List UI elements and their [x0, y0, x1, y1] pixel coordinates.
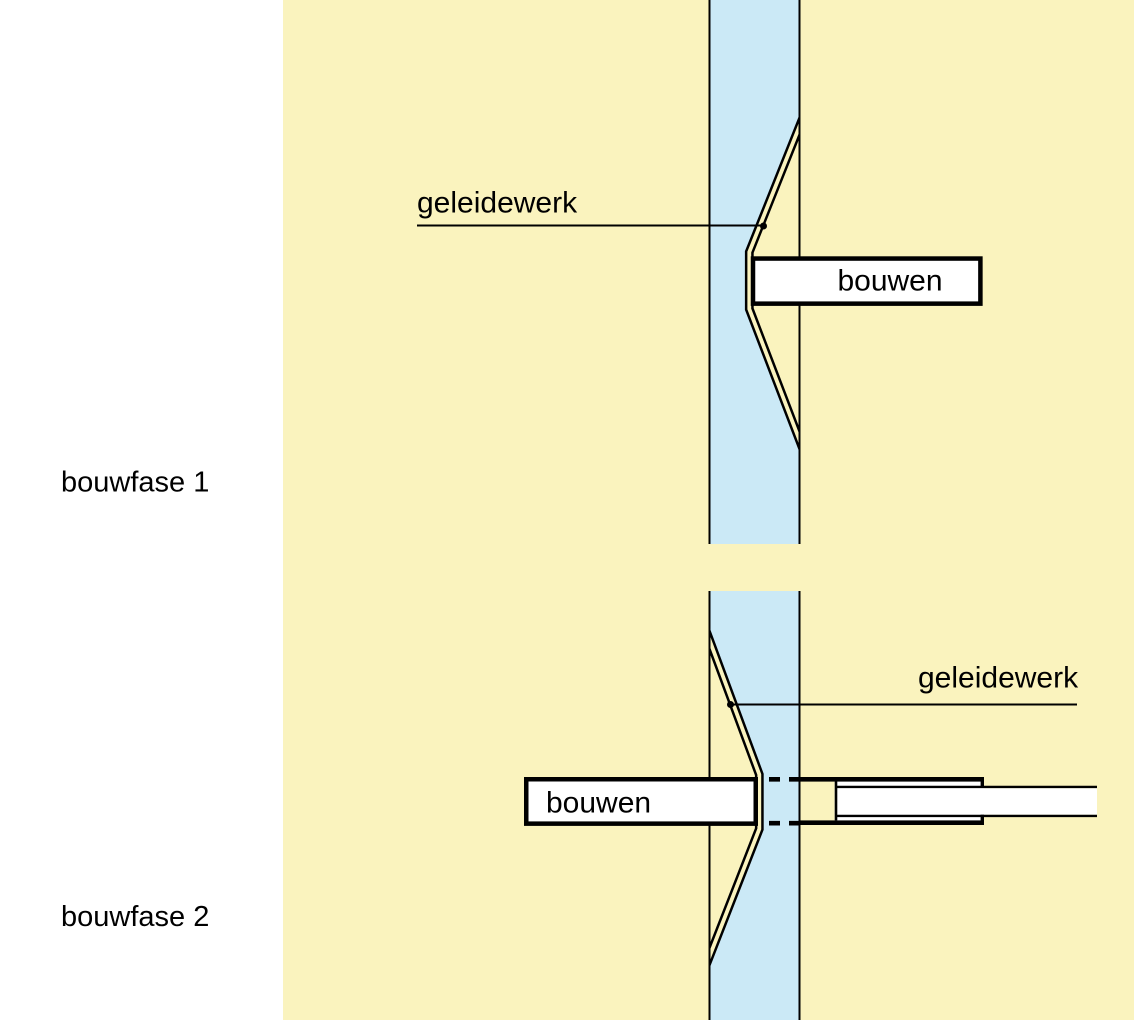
svg-text:bouwfase 2: bouwfase 2	[61, 901, 209, 933]
svg-text:bouwen: bouwen	[546, 787, 651, 820]
svg-text:bouwfase 1: bouwfase 1	[61, 467, 209, 499]
svg-text:bouwen: bouwen	[837, 265, 942, 298]
svg-text:geleidewerk: geleidewerk	[417, 187, 578, 220]
svg-text:geleidewerk: geleidewerk	[918, 662, 1079, 695]
